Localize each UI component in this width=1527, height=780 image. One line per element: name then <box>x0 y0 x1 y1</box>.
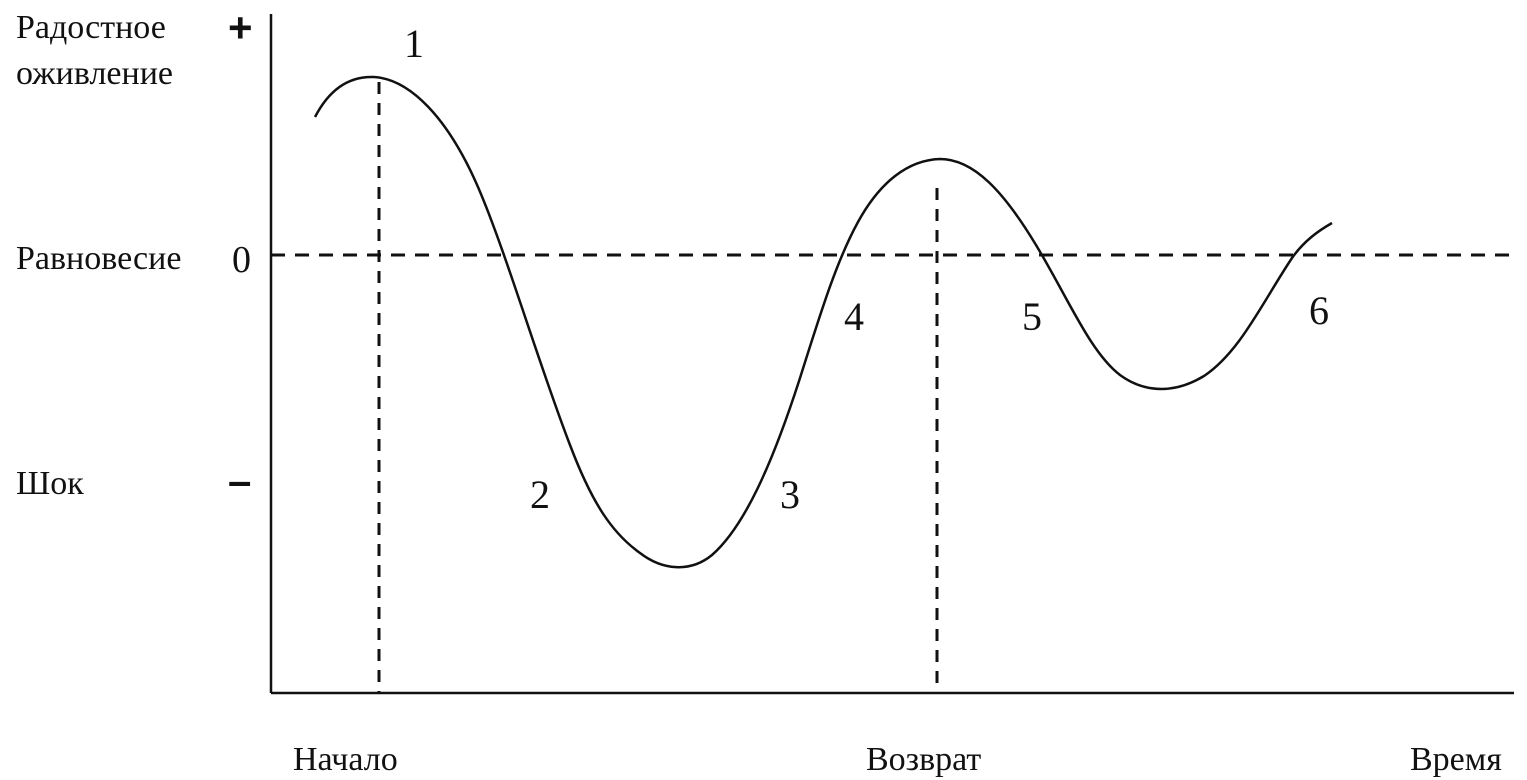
minus-symbol: – <box>228 457 251 504</box>
phase-number-1: 1 <box>404 21 424 66</box>
x-label-time: Время <box>1410 741 1502 778</box>
x-label-return: Возврат <box>866 741 981 778</box>
y-label-equilibrium: Равновесие <box>16 240 181 277</box>
emotion-curve <box>313 75 1333 569</box>
y-label-shock: Шок <box>16 465 84 502</box>
y-label-joy-line1: Радостное <box>16 9 166 46</box>
phase-number-6: 6 <box>1309 288 1329 333</box>
zero-symbol: 0 <box>232 239 251 281</box>
x-label-start: Начало <box>293 741 398 778</box>
plus-symbol: + <box>228 4 253 51</box>
phase-number-5: 5 <box>1022 294 1042 339</box>
phase-number-4: 4 <box>844 294 864 339</box>
phase-number-2: 2 <box>530 472 550 517</box>
phase-number-3: 3 <box>780 472 800 517</box>
y-label-joy-line2: оживление <box>16 55 173 92</box>
